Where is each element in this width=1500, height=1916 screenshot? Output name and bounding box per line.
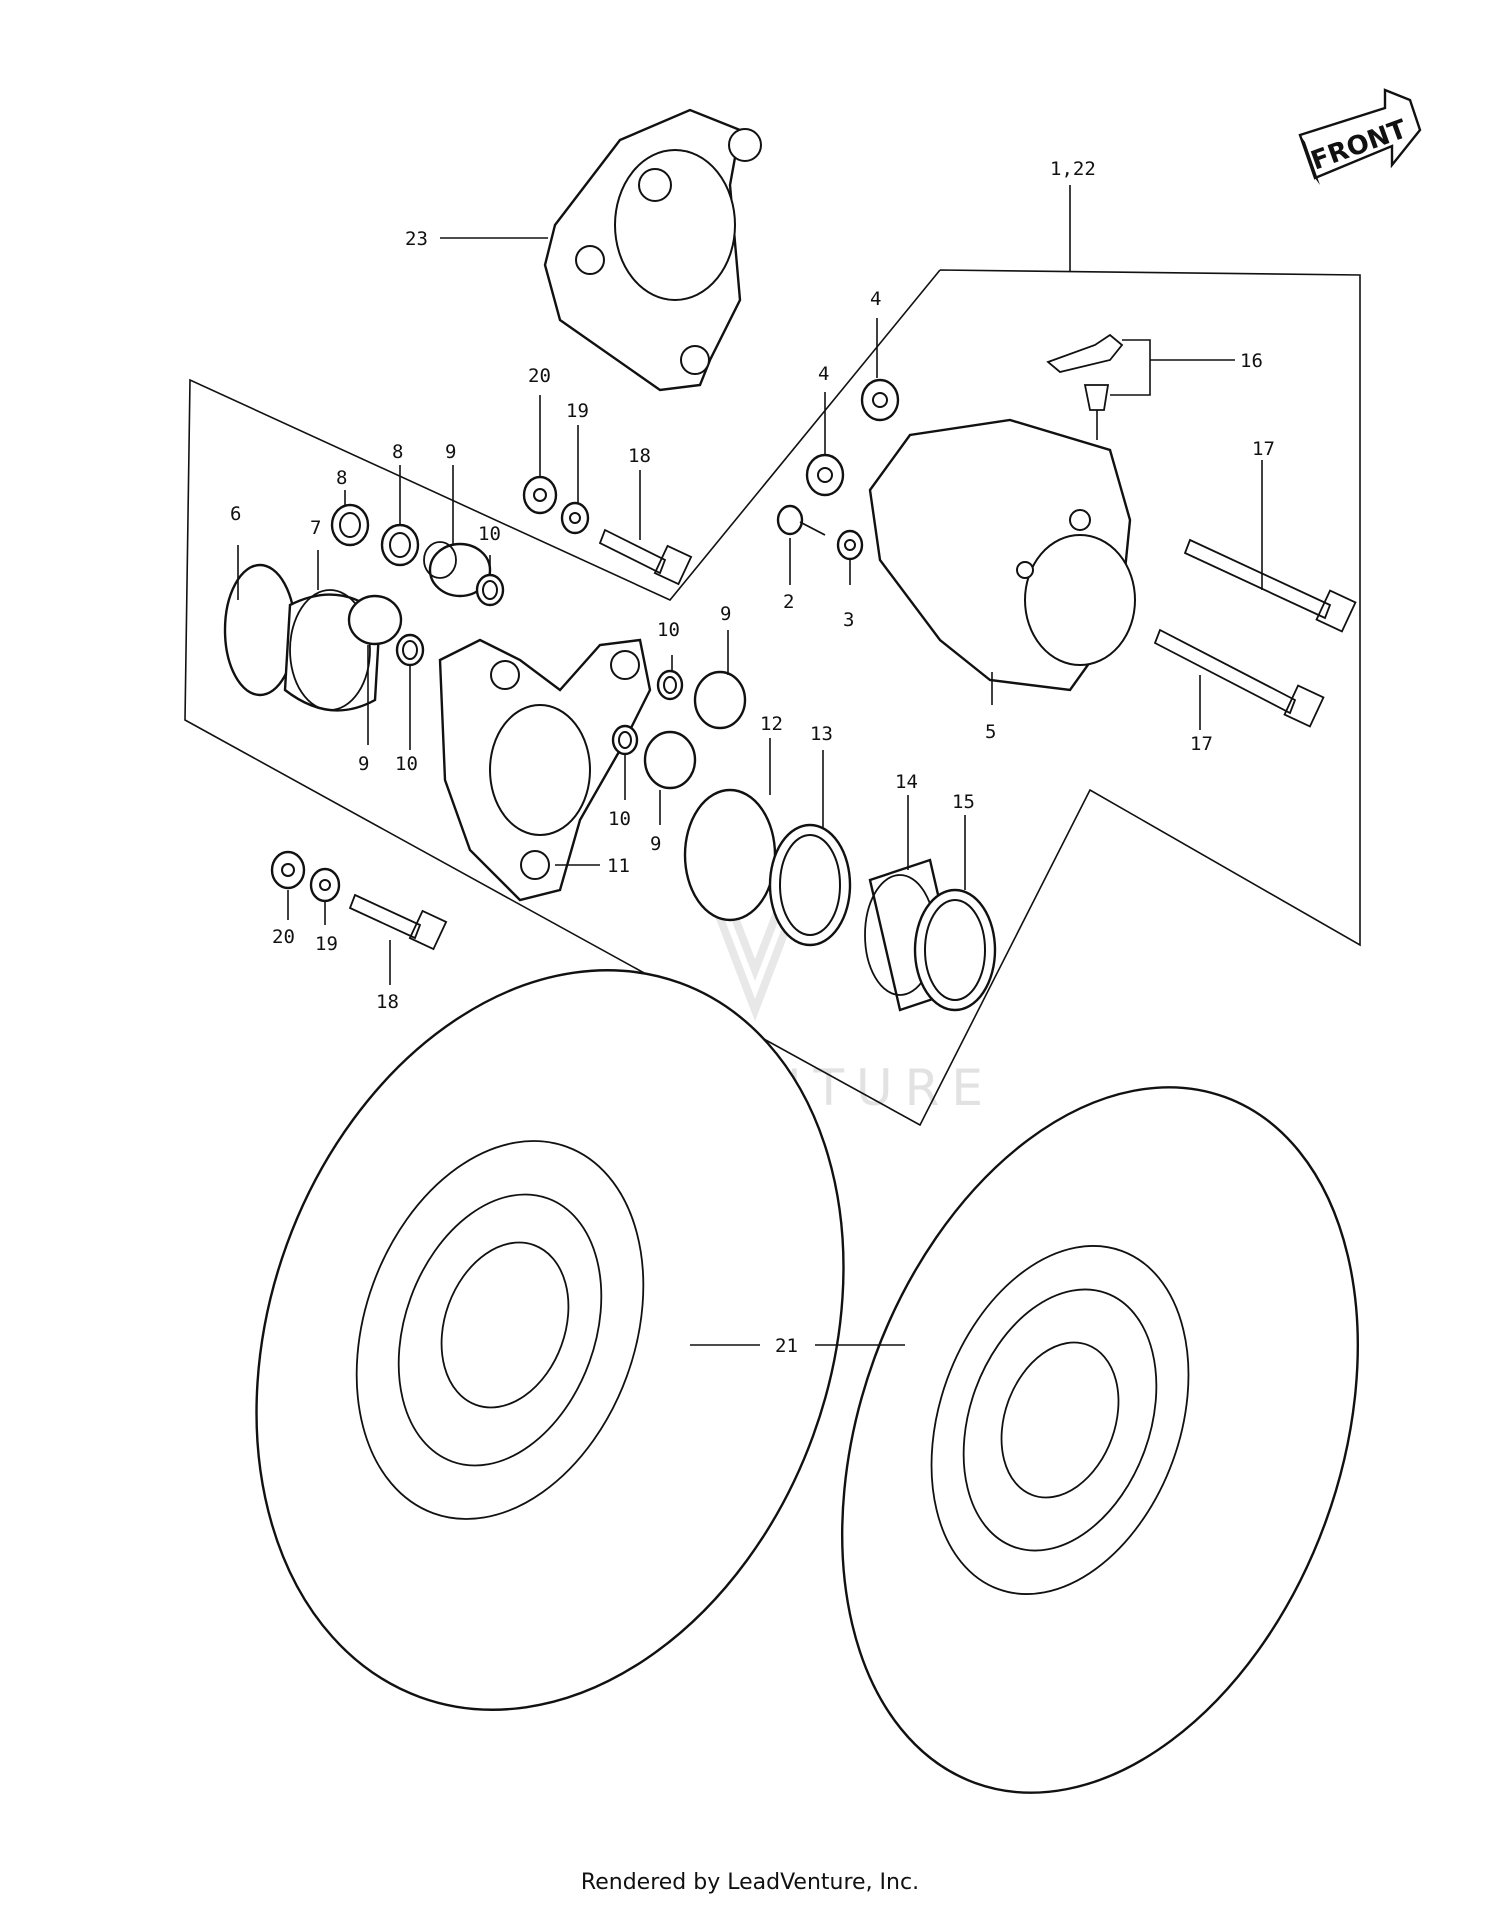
bracket-part-23: [440, 108, 762, 392]
callout-16: 16: [1240, 350, 1263, 372]
dust-boot-part-9-b: [347, 594, 403, 745]
pad-part-12: [683, 738, 777, 922]
bolt-part-17-lower: [1153, 628, 1325, 730]
callout-20-b: 20: [272, 926, 295, 948]
seal-part-10-d: [611, 724, 639, 800]
seal-part-8-a: [330, 490, 370, 547]
callout-23: 23: [405, 228, 428, 250]
callout-2: 2: [783, 591, 794, 613]
nut-part-4-upper: [860, 318, 900, 422]
callout-6: 6: [230, 503, 241, 525]
callout-9-a: 9: [445, 441, 456, 463]
callout-3: 3: [843, 609, 854, 631]
callout-11: 11: [607, 855, 630, 877]
caliper-body-part-5: [868, 418, 1136, 705]
seal-part-15: [913, 815, 997, 1012]
nut-part-4-lower: [805, 392, 845, 497]
washer-part-19-upper: [560, 425, 590, 535]
assembly-outline-1-22: [184, 185, 1361, 1127]
callout-10-a: 10: [478, 523, 501, 545]
bleeder-valve-part-16: [1046, 333, 1235, 440]
brake-disc-part-21-left: [255, 969, 845, 1711]
callout-10-c: 10: [395, 753, 418, 775]
callout-5: 5: [985, 721, 996, 743]
callout-18-a: 18: [628, 445, 651, 467]
callout-18-b: 18: [376, 991, 399, 1013]
callout-7: 7: [310, 517, 321, 539]
dust-boot-part-9-d: [643, 730, 697, 825]
front-arrow-badge: FRONT: [1298, 88, 1422, 185]
support-bracket-part-11: [438, 638, 652, 902]
seal-part-10-b: [395, 633, 425, 750]
callout-17-b: 17: [1190, 733, 1213, 755]
callout-8-a: 8: [336, 467, 347, 489]
callout-19-b: 19: [315, 933, 338, 955]
washer-part-20-upper: [522, 395, 558, 515]
callout-12: 12: [760, 713, 783, 735]
bolt-part-17-upper: [1183, 460, 1357, 633]
washer-part-19-lower: [309, 867, 341, 925]
callout-20-a: 20: [528, 365, 551, 387]
callout-14: 14: [895, 771, 918, 793]
pad-part-6: [223, 545, 297, 697]
washer-part-3: [836, 529, 864, 585]
washer-part-20-lower: [270, 850, 306, 920]
seal-part-13: [768, 750, 852, 947]
callout-9-b: 9: [720, 603, 731, 625]
callout-10-d: 10: [608, 808, 631, 830]
bolt-part-2: [776, 504, 826, 585]
callout-15: 15: [952, 791, 975, 813]
bolt-part-18-upper: [598, 470, 693, 586]
brake-disc-part-21-right: [841, 1086, 1359, 1794]
callout-21: 21: [775, 1335, 798, 1357]
seal-part-10-c: [656, 655, 684, 701]
callout-17-a: 17: [1252, 438, 1275, 460]
callout-9-c: 9: [358, 753, 369, 775]
watermark-logo: [711, 903, 799, 1022]
callout-4-a: 4: [870, 288, 881, 310]
dust-boot-part-9-c: [693, 630, 747, 730]
callout-8-b: 8: [392, 441, 403, 463]
seal-part-8-b: [380, 465, 420, 567]
bolt-part-18-lower: [348, 893, 448, 985]
callout-1-22: 1,22: [1050, 158, 1096, 180]
callout-13: 13: [810, 723, 833, 745]
callout-4-b: 4: [818, 363, 829, 385]
footer-credit: Rendered by LeadVenture, Inc.: [580, 1870, 920, 1895]
callout-19-a: 19: [566, 400, 589, 422]
callout-9-d: 9: [650, 833, 661, 855]
seal-part-10-a: [475, 555, 505, 607]
callout-10-b: 10: [657, 619, 680, 641]
